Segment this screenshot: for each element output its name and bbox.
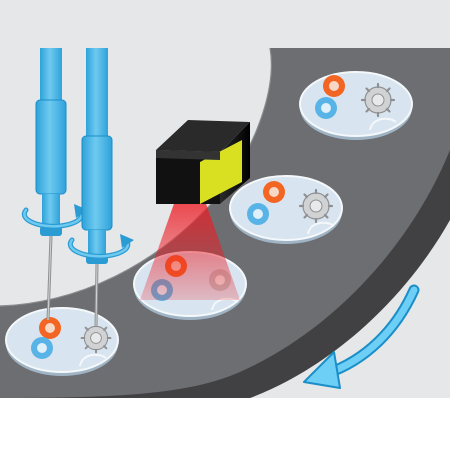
rotation-arrow-icon bbox=[67, 234, 134, 259]
laser-beam bbox=[140, 198, 240, 300]
ring-part-icon bbox=[247, 203, 269, 225]
part-tray bbox=[299, 71, 413, 140]
part-tray bbox=[5, 307, 119, 376]
gear-icon bbox=[298, 188, 334, 224]
ring-part-icon bbox=[315, 97, 337, 119]
direction-arrow-icon bbox=[303, 284, 420, 389]
ring-part-icon bbox=[31, 337, 53, 359]
ring-part-icon bbox=[323, 75, 345, 97]
screwdriver-spindle bbox=[81, 48, 113, 327]
ring-part-icon bbox=[263, 181, 285, 203]
part-tray bbox=[229, 175, 343, 244]
ring-part-icon bbox=[39, 317, 61, 339]
gear-icon bbox=[80, 322, 112, 354]
vision-camera-icon bbox=[156, 120, 250, 204]
rotation-arrow-icon bbox=[21, 204, 88, 229]
screwdriver-spindle bbox=[35, 48, 67, 321]
gear-icon bbox=[360, 82, 396, 118]
